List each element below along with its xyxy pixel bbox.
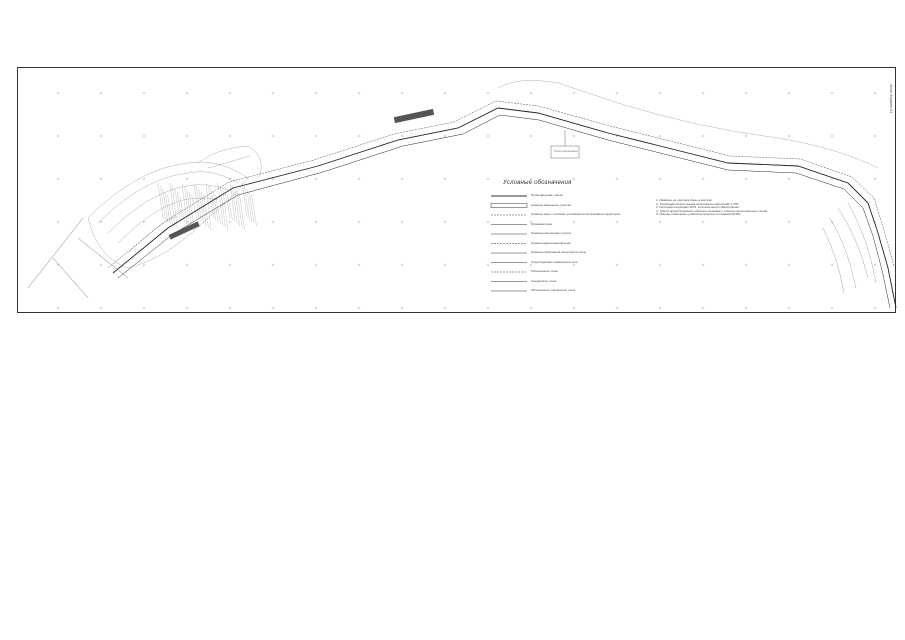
note-line: 5. Границы земельных участков приняты по…	[656, 212, 741, 217]
legend-item: Существующие инженерные сети	[531, 259, 579, 264]
legend-item: Граница земельного участка	[531, 202, 571, 207]
general-notes: 1. Размеры на чертеже даны в метрах.2. Т…	[656, 198, 846, 217]
pipeline-corridor	[107, 100, 897, 309]
note-line: 1. Размеры на чертеже даны в метрах.	[656, 198, 713, 202]
drawing-sheet: Условные обозначения Проектируемая трасс…	[17, 67, 897, 313]
coordinate-grid	[56, 91, 877, 310]
legend-item: Граница водоохранной зоны	[531, 240, 571, 245]
legend-item: Граница прибрежной защитной полосы	[531, 250, 586, 254]
right-terrain	[822, 202, 877, 294]
connection-label: Точка подключения	[554, 150, 578, 153]
note-line: 2. Топографическая съемка выполнена в ма…	[656, 201, 740, 206]
note-line: 4. Трасса проектируемого объекта показан…	[656, 208, 769, 213]
note-line: 3. Система координат МСК, система высот …	[656, 205, 740, 210]
callout-markers	[168, 108, 435, 240]
legend-item: Обозначение точек	[531, 269, 558, 273]
dense-hatch	[157, 182, 257, 231]
legend-item: Координаты точек	[531, 278, 557, 283]
legend-item: Граница населенного пункта	[531, 231, 571, 235]
legend-symbols	[490, 195, 528, 292]
legend-item: Охранная зона	[531, 221, 552, 226]
legend-item: Граница зоны с особыми условиями использ…	[531, 212, 621, 216]
terrain-hatching	[87, 145, 262, 269]
legend-item: Проектируемая трасса	[531, 193, 563, 197]
legend-symbol	[490, 203, 528, 208]
connection-box	[550, 130, 580, 159]
sheet-stamp: Лист Формат А3	[889, 84, 893, 114]
boundary-line	[497, 80, 879, 169]
legend-title: Условные обозначения	[503, 180, 572, 186]
legend-item: Обозначение поворотных точек	[531, 288, 576, 292]
left-approach	[27, 217, 129, 299]
site-plan-drawing	[27, 80, 897, 310]
